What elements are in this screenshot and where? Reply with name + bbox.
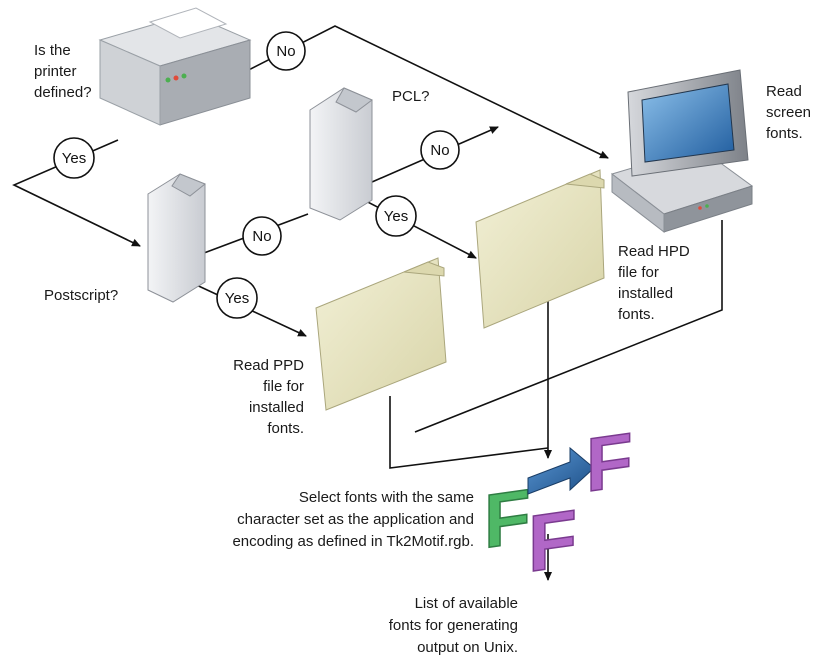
svg-text:fonts.: fonts. xyxy=(267,420,304,437)
svg-text:Yes: Yes xyxy=(384,208,408,225)
svg-text:output on Unix.: output on Unix. xyxy=(417,639,518,655)
svg-text:Yes: Yes xyxy=(225,290,249,307)
svg-text:F: F xyxy=(484,474,530,565)
label-ppd: Read PPD file for installed fonts. xyxy=(233,357,304,437)
svg-text:file for: file for xyxy=(618,264,659,281)
svg-text:screen: screen xyxy=(766,104,811,121)
hpd-folder-icon xyxy=(475,169,605,329)
final-font-icon: F xyxy=(527,493,577,591)
svg-text:No: No xyxy=(430,142,449,159)
badge-yes-pcl: Yes xyxy=(375,195,417,237)
label-select-fonts: Select fonts with the same character set… xyxy=(232,489,474,550)
label-available-fonts: List of available fonts for generating o… xyxy=(389,595,518,655)
label-hpd: Read HPD file for installed fonts. xyxy=(618,243,690,323)
pcl-document-icon xyxy=(309,87,373,221)
svg-text:fonts for generating: fonts for generating xyxy=(389,617,518,634)
label-postscript-question: Postscript? xyxy=(44,287,118,304)
svg-text:F: F xyxy=(586,417,632,508)
badge-no-pcl: No xyxy=(420,130,460,170)
svg-text:printer: printer xyxy=(34,63,77,80)
monitor-icon xyxy=(610,69,754,234)
svg-text:Is the: Is the xyxy=(34,42,71,59)
printer-icon xyxy=(98,7,252,126)
badge-yes-postscript: Yes xyxy=(216,277,258,319)
svg-text:No: No xyxy=(252,228,271,245)
purple-font-icon: F xyxy=(585,417,633,510)
svg-text:F: F xyxy=(528,493,577,589)
green-font-icon: F xyxy=(483,473,531,566)
svg-text:Read HPD: Read HPD xyxy=(618,243,690,260)
svg-text:fonts.: fonts. xyxy=(766,125,803,142)
ppd-folder-icon xyxy=(315,257,447,411)
label-pcl-question: PCL? xyxy=(392,88,430,105)
svg-text:character set as the applicati: character set as the application and xyxy=(237,511,474,528)
svg-text:file for: file for xyxy=(263,378,304,395)
svg-text:Read: Read xyxy=(766,83,802,100)
svg-text:List of available: List of available xyxy=(415,595,518,612)
edge-monitor-merge xyxy=(414,220,723,433)
label-screen-fonts: Read screen fonts. xyxy=(766,83,811,142)
svg-text:encoding as defined in Tk2Moti: encoding as defined in Tk2Motif.rgb. xyxy=(232,533,474,550)
blue-arrow-icon xyxy=(527,446,595,495)
label-printer-question: Is the printer defined? xyxy=(34,42,92,101)
edge-ppd-merge xyxy=(389,396,549,469)
badge-no-postscript: No xyxy=(242,216,282,256)
svg-text:defined?: defined? xyxy=(34,84,92,101)
svg-text:Yes: Yes xyxy=(62,150,86,167)
svg-text:fonts.: fonts. xyxy=(618,306,655,323)
svg-text:No: No xyxy=(276,43,295,60)
badge-yes-printer: Yes xyxy=(53,137,95,179)
svg-text:Select fonts with the same: Select fonts with the same xyxy=(299,489,474,506)
svg-text:installed: installed xyxy=(249,399,304,416)
badge-no-printer: No xyxy=(266,31,306,71)
edge-printer-no xyxy=(224,25,609,159)
postscript-document-icon xyxy=(147,173,206,303)
svg-text:Read PPD: Read PPD xyxy=(233,357,304,374)
svg-text:installed: installed xyxy=(618,285,673,302)
